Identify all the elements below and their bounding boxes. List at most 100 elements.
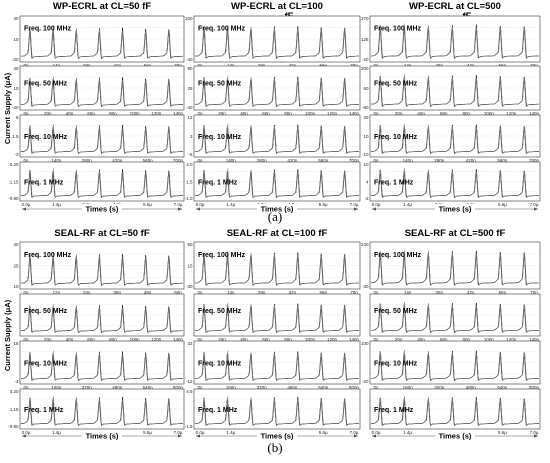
x-tick-label: 60n: [87, 337, 95, 342]
y-tick-label: -0.90: [8, 424, 19, 429]
x-tick-label: 5.6µ: [143, 430, 152, 435]
x-tick-label: 120n: [327, 111, 338, 116]
x-tick-label: 0.0µ: [196, 430, 205, 435]
panel-title: WP-ECRL at CL=100: [231, 1, 323, 12]
x-tick-label: 28n: [258, 290, 266, 295]
x-tick-label: 14n: [404, 63, 412, 68]
x-tick-label: 70n: [350, 290, 358, 295]
y-tick-label: -1.5: [185, 424, 193, 429]
x-tick-label: 0n: [373, 337, 379, 342]
subplot-frame: [193, 293, 361, 337]
time-axis-arrow: [196, 434, 200, 438]
y-tick-label: -20: [12, 57, 19, 62]
x-tick-label: 28n: [435, 290, 443, 295]
x-tick-label: 280n: [257, 158, 268, 163]
x-tick-label: 0n: [373, 385, 379, 390]
x-tick-label: 100n: [130, 111, 141, 116]
x-tick-label: 42n: [467, 63, 475, 68]
subplot-frame: [193, 15, 361, 63]
frequency-label: Freq. 1 MHz: [198, 180, 238, 187]
x-tick-label: 100n: [484, 111, 495, 116]
current-trace: [370, 349, 540, 381]
x-axis-label-bg: [82, 431, 122, 440]
x-tick-label: 42n: [113, 63, 121, 68]
frequency-label: Freq. 10 MHz: [198, 134, 242, 141]
x-tick-label: 40n: [240, 337, 248, 342]
x-tick-label: 36n: [113, 290, 121, 295]
x-tick-label: 42n: [467, 290, 475, 295]
current-trace: [370, 23, 540, 59]
current-trace: [370, 396, 540, 426]
x-tick-label: 7.0µ: [530, 430, 539, 435]
time-axis-arrow: [354, 207, 358, 211]
x-axis-label-bg: [82, 204, 122, 213]
y-tick-label: 10: [363, 134, 369, 139]
x-tick-label: 60n: [87, 111, 95, 116]
y-tick-label: -40: [186, 57, 193, 62]
x-tick-label: 0n: [373, 158, 379, 163]
x-tick-label: 48n: [144, 290, 152, 295]
time-axis-arrow: [22, 207, 26, 211]
current-trace: [194, 251, 360, 286]
current-trace: [370, 123, 540, 154]
y-tick-label: 4.5: [186, 389, 193, 394]
x-tick-label: 700n: [529, 158, 540, 163]
panel-title: SEAL-RF at CL=100 fF: [227, 228, 328, 239]
x-tick-label: 140n: [349, 337, 360, 342]
x-tick-label: 0n: [373, 290, 379, 295]
x-tick-label: 7.0µ: [530, 202, 539, 207]
y-tick-label: 1.5: [186, 180, 193, 185]
subplot: 4.01.5-1.00.0µ1.4µ2.8µ4.2µ5.6µ7.0µFreq. …: [185, 161, 361, 207]
y-tick-label: 3: [190, 134, 193, 139]
x-tick-label: 5.6µ: [319, 430, 328, 435]
x-tick-label: 80n: [109, 337, 117, 342]
x-tick-label: 0n: [23, 63, 29, 68]
x-tick-label: 320n: [82, 385, 93, 390]
subplot-frame: [193, 388, 361, 430]
frequency-label: Freq. 10 MHz: [198, 361, 242, 368]
x-tick-label: 0n: [23, 385, 29, 390]
x-tick-label: 60n: [440, 337, 448, 342]
x-axis-label-bg: [257, 204, 297, 213]
x-tick-label: 1.4µ: [403, 202, 412, 207]
x-tick-label: 1.4µ: [226, 202, 235, 207]
y-tick-label: 125: [361, 37, 369, 42]
frequency-label: Freq. 100 MHz: [24, 26, 72, 33]
x-tick-label: 320n: [257, 385, 268, 390]
subfigure-label: (b): [267, 440, 282, 455]
current-trace: [370, 301, 540, 333]
x-tick-label: 14n: [227, 63, 235, 68]
y-tick-label: 32: [187, 341, 193, 346]
x-tick-label: 0n: [197, 111, 203, 116]
time-axis-arrow: [534, 207, 538, 211]
current-trace: [194, 350, 360, 381]
x-tick-label: 160n: [51, 385, 62, 390]
y-tick-label: -20: [362, 57, 369, 62]
current-trace: [194, 25, 360, 59]
x-tick-label: 40n: [66, 337, 74, 342]
frequency-label: Freq. 50 MHz: [198, 81, 242, 88]
y-tick-label: 4: [366, 180, 369, 185]
x-tick-label: 480n: [287, 385, 298, 390]
x-tick-label: 20n: [395, 337, 403, 342]
x-tick-label: 42n: [289, 290, 297, 295]
x-tick-label: 100n: [305, 111, 316, 116]
frequency-label: Freq. 50 MHz: [198, 308, 242, 315]
x-tick-label: 12n: [53, 290, 61, 295]
x-axis-label-bg: [435, 204, 475, 213]
y-tick-label: -40: [186, 105, 193, 110]
y-tick-label: -4: [14, 379, 18, 384]
frequency-label: Freq. 100 MHz: [374, 26, 422, 33]
y-tick-label: -30: [362, 284, 369, 289]
x-tick-label: 0.0µ: [22, 202, 31, 207]
y-tick-label: 10: [363, 162, 369, 167]
x-tick-label: 480n: [112, 385, 123, 390]
x-tick-label: 140n: [226, 158, 237, 163]
